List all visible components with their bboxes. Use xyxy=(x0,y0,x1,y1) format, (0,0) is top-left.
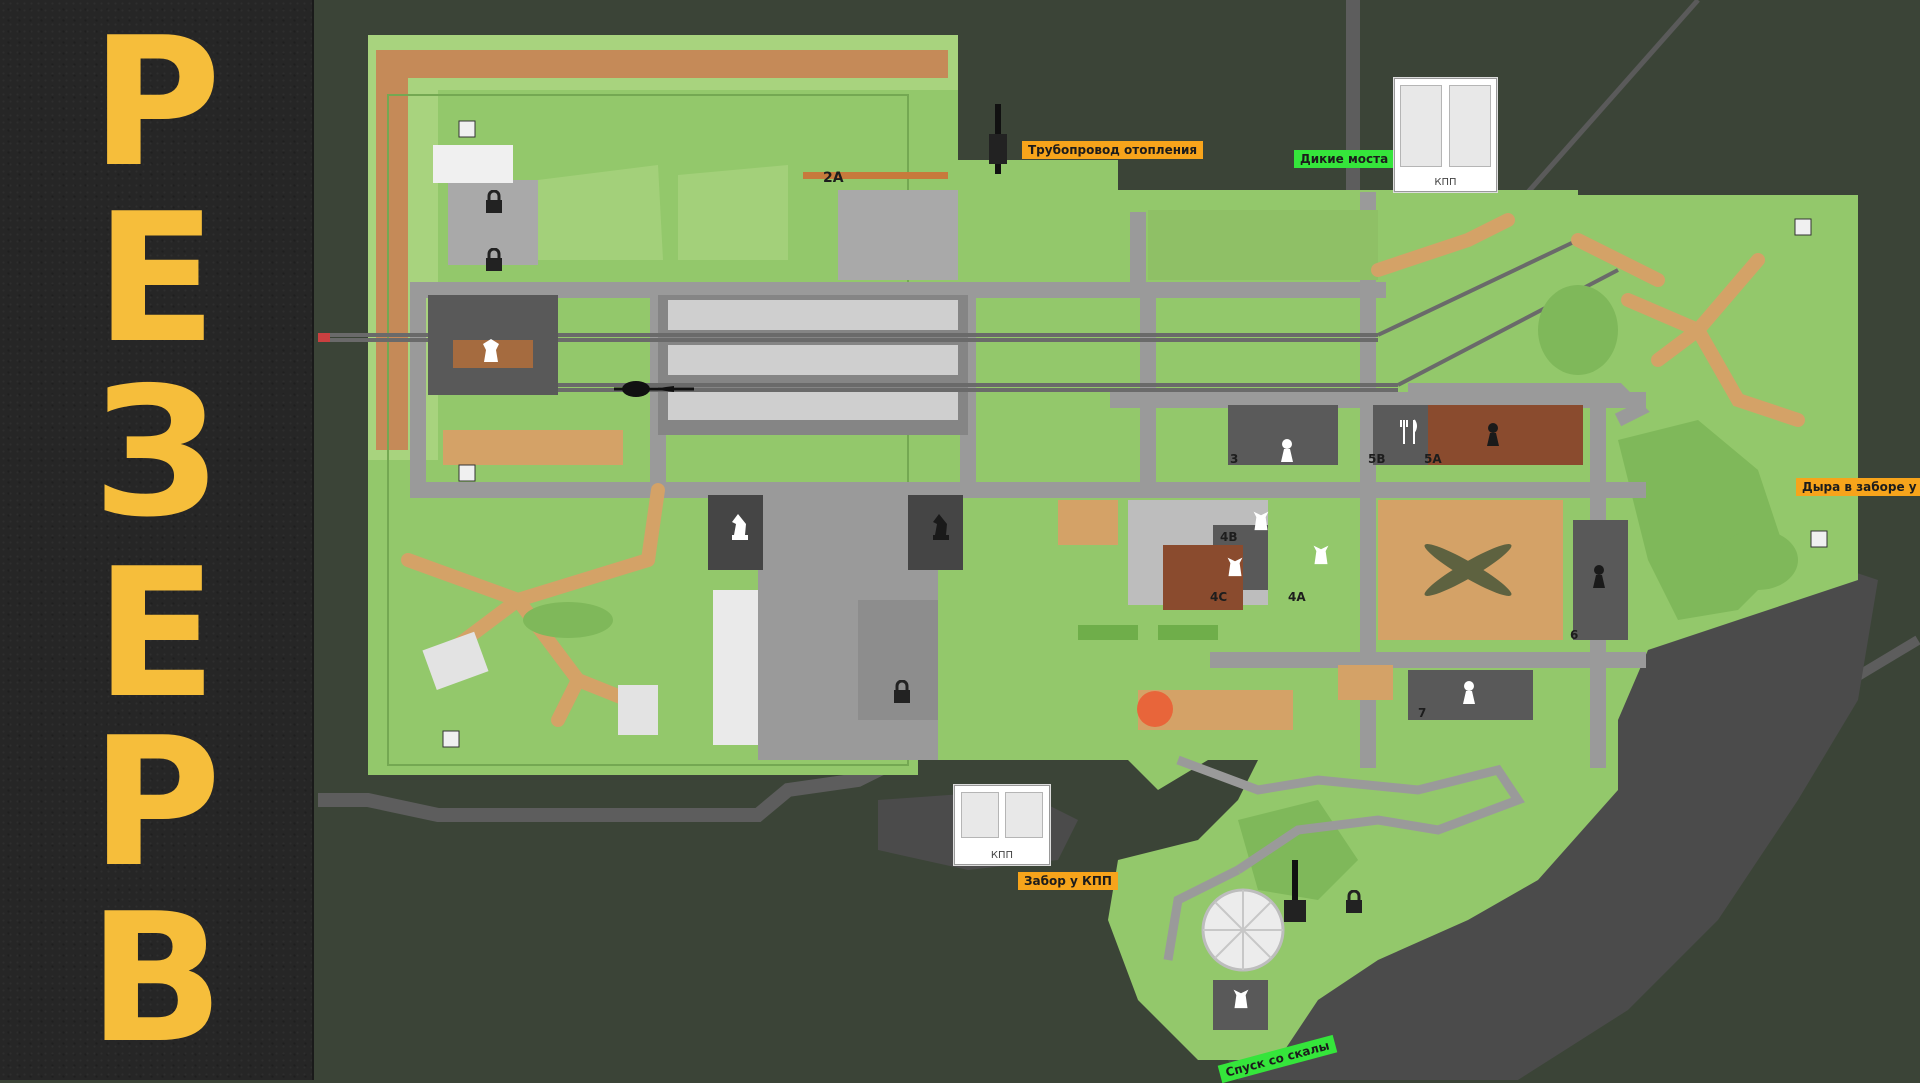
armored-train-icon[interactable] xyxy=(986,104,1010,180)
spawn-marker-icon xyxy=(458,120,476,138)
helicopter-icon[interactable] xyxy=(614,376,694,402)
map-area[interactable]: Трубопровод отопления Дикие моста Дыра в… xyxy=(318,0,1920,1083)
spawn-marker-icon xyxy=(458,464,476,482)
fork-knife-icon[interactable] xyxy=(1398,418,1420,446)
spawn-marker-icon xyxy=(1794,218,1812,236)
pawn-icon[interactable] xyxy=(1458,678,1480,706)
queen-icon[interactable] xyxy=(1250,506,1272,532)
title-letter-2: Е xyxy=(95,175,217,382)
title-letter-4: Е xyxy=(95,530,217,737)
queen-icon[interactable] xyxy=(1230,984,1252,1010)
inset-floor-3 xyxy=(961,792,999,838)
zone-label-5a: 5A xyxy=(1424,452,1442,466)
pawn-icon[interactable] xyxy=(1276,436,1298,464)
zone-label-4b: 4B xyxy=(1220,530,1238,544)
zone-label-4a: 4A xyxy=(1288,590,1306,604)
zone-label-2a: 2A xyxy=(823,170,844,186)
zone-label-7: 7 xyxy=(1418,706,1427,720)
knight-icon[interactable] xyxy=(927,508,955,542)
extract-label-fence-hole[interactable]: Дыра в заборе у с xyxy=(1796,478,1920,496)
title-letter-3: З xyxy=(92,349,220,556)
king-icon[interactable] xyxy=(480,336,502,364)
title-letter-6: В xyxy=(88,875,224,1082)
inset-floor-4 xyxy=(1005,792,1043,838)
zone-label-3: 3 xyxy=(1230,452,1239,466)
extract-label-wild-bridge[interactable]: Дикие моста xyxy=(1294,150,1395,168)
extract-label-checkpoint-fence[interactable]: Забор у КПП xyxy=(1018,872,1118,890)
queen-icon[interactable] xyxy=(1224,552,1246,578)
checkpoint-inset-bottom[interactable]: КПП xyxy=(954,785,1050,865)
knight-icon[interactable] xyxy=(726,508,754,542)
lock-icon[interactable] xyxy=(484,248,504,272)
map-canvas[interactable] xyxy=(318,0,1920,1080)
title-panel: Р Е З Е Р В xyxy=(0,0,314,1080)
zone-label-4c: 4C xyxy=(1210,590,1228,604)
pawn-icon[interactable] xyxy=(1482,420,1504,448)
title-letter-1: Р xyxy=(90,0,222,206)
spawn-marker-icon xyxy=(442,730,460,748)
title-letter-5: Р xyxy=(90,699,222,906)
inset-floor-1 xyxy=(1400,85,1442,167)
checkpoint-inset-top[interactable]: КПП xyxy=(1394,78,1497,192)
zone-label-5b: 5B xyxy=(1368,452,1386,466)
lock-icon[interactable] xyxy=(892,680,912,704)
extract-label-pipeline[interactable]: Трубопровод отопления xyxy=(1022,141,1204,159)
lock-icon[interactable] xyxy=(484,190,504,214)
checkpoint-caption-top: КПП xyxy=(1434,177,1457,188)
queen-icon[interactable] xyxy=(1310,540,1332,566)
crane-icon[interactable] xyxy=(1280,860,1310,924)
lock-icon[interactable] xyxy=(1344,890,1364,914)
pawn-icon[interactable] xyxy=(1588,562,1610,590)
checkpoint-caption-bottom: КПП xyxy=(990,850,1014,861)
inset-floor-2 xyxy=(1449,85,1491,167)
zone-label-6: 6 xyxy=(1570,628,1579,642)
spawn-marker-icon xyxy=(1810,530,1828,548)
